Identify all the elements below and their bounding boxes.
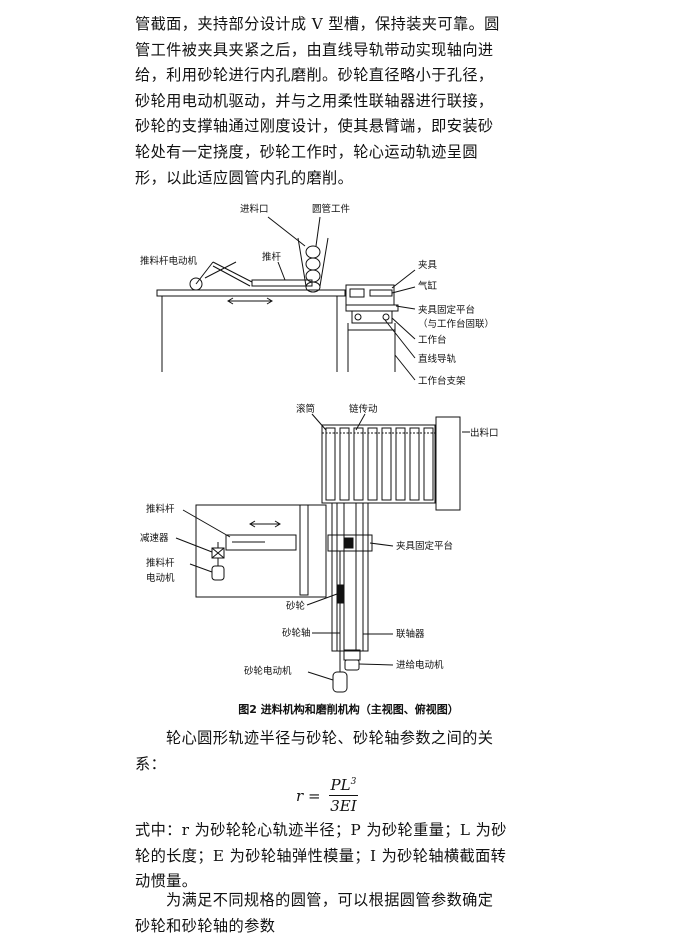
pusher-rod-front: [251, 279, 313, 287]
label-coupling: 联轴器: [396, 628, 425, 640]
label-pusher-rod-motor-1: 推料杆: [146, 557, 175, 569]
label-pusher-rod: 推料杆: [146, 503, 175, 515]
discharge-box: [435, 416, 461, 511]
label-grinding-wheel: 砂轮: [286, 600, 306, 612]
pusher-rod-motor: [211, 565, 225, 581]
label-reducer: 减速器: [140, 532, 169, 544]
label-cylinder: 气缸: [418, 280, 438, 292]
body-paragraph-3: 轮心圆形轨迹半径与砂轮、砂轮轴参数之间的关系：: [135, 729, 494, 773]
label-fixture-platform-2: 夹具固定平台: [396, 540, 453, 552]
body-paragraph-5: 为满足不同规格的圆管，可以根据圆管参数确定砂轮和砂轮轴的参数: [135, 891, 494, 935]
label-fixture-platform-note: （与工作台固联）: [418, 318, 494, 330]
formula-denominator: 3EI: [330, 797, 357, 815]
label-pusher-motor: 推料杆电动机: [140, 255, 198, 267]
label-pusher: 推杆: [262, 251, 282, 263]
formula-fraction: PL3 3EI: [328, 776, 359, 815]
roller-conveyor: [321, 424, 436, 504]
label-worktable: 工作台: [418, 334, 447, 346]
pusher-housing: [195, 504, 327, 598]
grinding-wheel: [336, 584, 344, 604]
figure-2-diagram: 进料口 圆管工件 推料杆电动机 推杆 夹具 气缸 夹具固定平台 （与工作台固联）…: [140, 203, 499, 693]
pusher-motor-circle: [189, 277, 203, 291]
label-feed-motor: 进给电动机: [396, 659, 444, 671]
label-tube-workpiece: 圆管工件: [312, 203, 351, 215]
label-linear-guide: 直线导轨: [418, 353, 457, 365]
label-pusher-rod-motor-2: 电动机: [146, 572, 175, 584]
formula: r = PL3 3EI: [296, 776, 359, 815]
tube-stack: [305, 245, 321, 293]
feed-motor: [344, 659, 360, 671]
label-roller: 滚筒: [296, 403, 315, 415]
label-feed-port: 进料口: [240, 203, 269, 215]
right-table-top: [345, 304, 399, 312]
body-paragraph-4: 式中：r 为砂轮轮心轨迹半径；P 为砂轮重量；L 为砂轮的长度；E 为砂轮轴弹性…: [135, 821, 507, 891]
label-wheel-shaft: 砂轮轴: [282, 627, 311, 639]
label-fixture: 夹具: [418, 259, 438, 271]
left-table-top: [156, 289, 346, 297]
wheel-motor: [332, 671, 348, 693]
figure-caption: 图2 进料机构和磨削机构（主视图、俯视图）: [238, 703, 459, 716]
label-wheel-motor: 砂轮电动机: [244, 665, 292, 677]
label-chain-drive: 链传动: [349, 403, 378, 415]
linear-rail: [331, 502, 369, 652]
label-worktable-support: 工作台支架: [418, 375, 466, 387]
label-discharge-port: 出料口: [470, 427, 499, 439]
rollers: [325, 427, 434, 501]
formula-numerator: PL3: [328, 776, 359, 796]
formula-lhs: r =: [296, 786, 321, 805]
body-paragraph-1: 管截面，夹持部分设计成 V 型槽，保持装夹可靠。圆管工件被夹具夹紧之后，由直线导…: [135, 15, 500, 187]
label-fixture-platform: 夹具固定平台: [418, 304, 475, 316]
